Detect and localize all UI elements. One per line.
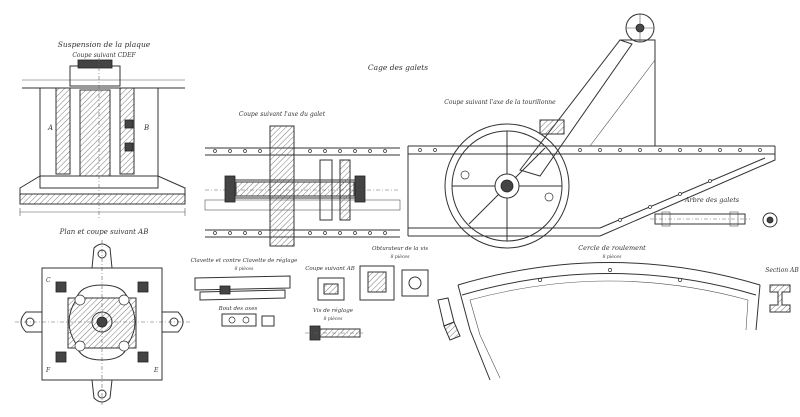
bout-axes-label: Bout des axes bbox=[218, 306, 258, 312]
section-ab-label: Section AB bbox=[765, 267, 799, 274]
coupe-tourillon-label: Coupe suivant l'axe de la tourillonne bbox=[444, 99, 556, 106]
coupe-galet-label: Coupe suivant l'axe du galet bbox=[239, 111, 326, 118]
arbre-galets: Arbre des galets bbox=[650, 196, 778, 228]
cercle-label: Cercle de roulement bbox=[578, 244, 646, 252]
suspension-subtitle: Coupe suivant CDEF bbox=[72, 52, 136, 59]
center-post-section bbox=[79, 89, 111, 177]
left-bolt-section bbox=[55, 87, 71, 175]
clavette-label: Clavette et contre Clavette de réglage bbox=[191, 257, 299, 264]
coupe-ab-detail: Coupe suivant AB bbox=[305, 266, 355, 301]
obturateur-detail: Obturateur de la vis 8 pièces bbox=[359, 246, 429, 301]
obturateur-label: Obturateur de la vis bbox=[372, 246, 428, 252]
letter-e: E bbox=[153, 367, 159, 374]
cage-title: Cage des galets bbox=[368, 63, 428, 72]
section-ab: Section AB bbox=[765, 267, 799, 313]
clavette-count: 8 pièces bbox=[235, 265, 254, 272]
top-rivet-row bbox=[213, 149, 387, 153]
clavette-detail: Clavette et contre Clavette de réglage 8… bbox=[191, 257, 299, 327]
rolling-ring-arc-outer bbox=[457, 262, 761, 286]
shaft-end-view bbox=[762, 212, 778, 228]
right-bolt-section bbox=[119, 87, 135, 175]
tapered-girder bbox=[599, 146, 776, 237]
galet-axis-section: Coupe suivant l'axe du galet bbox=[204, 111, 401, 247]
suspension-title: Suspension de la plaque bbox=[58, 40, 151, 49]
tourillon-section: Coupe suivant l'axe de la tourillonne bbox=[407, 13, 776, 249]
letter-a: A bbox=[47, 124, 53, 132]
arbre-label: Arbre des galets bbox=[684, 196, 740, 204]
section-ab-profile bbox=[769, 284, 791, 313]
top-nut bbox=[69, 65, 121, 87]
obturateur-count: 8 pièces bbox=[391, 253, 410, 260]
plan-title: Plan et coupe suivant AB bbox=[59, 228, 149, 236]
letter-f: F bbox=[45, 367, 51, 374]
suspension-view: Suspension de la plaque Coupe suivant CD… bbox=[19, 40, 186, 220]
cercle-count: 8 pièces bbox=[603, 253, 622, 260]
upright-bracket bbox=[620, 39, 656, 147]
vis-count: 8 pièces bbox=[324, 315, 343, 322]
diagonal-arm bbox=[519, 39, 633, 177]
vis-label: Vis de réglage bbox=[313, 307, 354, 314]
letter-c: C bbox=[46, 277, 51, 284]
letter-b: B bbox=[143, 124, 149, 132]
vis-reglage-detail: Vis de réglage 8 pièces bbox=[305, 307, 365, 341]
bottom-rivet-row bbox=[213, 231, 387, 235]
large-handwheel bbox=[444, 123, 570, 249]
cercle-roulement: Cercle de roulement 8 pièces bbox=[437, 244, 761, 381]
ring-profile bbox=[437, 297, 455, 327]
shaft-drawing bbox=[654, 213, 746, 225]
coupe-ab-label: Coupe suivant AB bbox=[305, 266, 355, 272]
plan-view: Plan et coupe suivant AB C E F bbox=[15, 228, 190, 405]
handwheel-spokes bbox=[452, 131, 562, 241]
frame-rivets bbox=[418, 148, 762, 222]
